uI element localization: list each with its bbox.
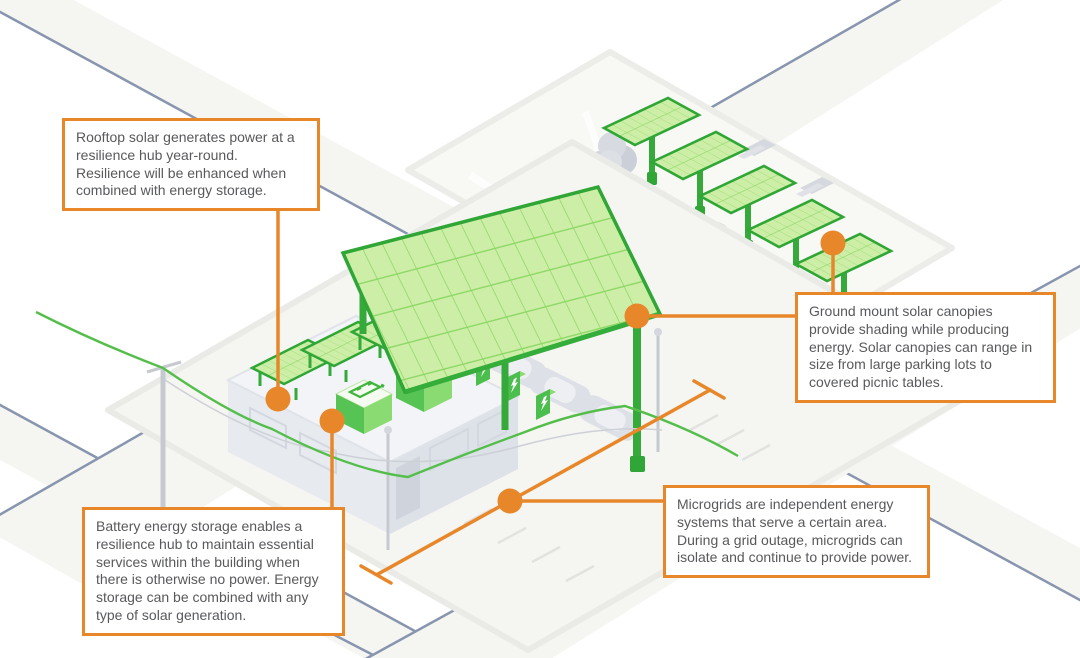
callout-microgrid: Microgrids are independent energy system… [663,485,930,579]
callout-microgrid-text: Microgrids are independent energy system… [677,496,913,566]
building-left-wall [228,380,390,534]
callout-rooftop-solar: Rooftop solar generates power at a resil… [62,118,320,212]
power-line [35,310,739,479]
callout-ground-mount-solar: Ground mount solar canopies provide shad… [795,292,1056,403]
microgrid-boundary-line [359,379,726,585]
callout-ground-mount-solar-text: Ground mount solar canopies provide shad… [809,303,1033,391]
building-door [396,456,420,520]
callout-rooftop-solar-text: Rooftop solar generates power at a resil… [76,129,295,199]
dot-carport-canopy [624,303,650,329]
dot-microgrid [497,488,523,514]
utility-pole [146,360,182,512]
building-right-wall [390,397,518,534]
streetlight [384,426,392,550]
callout-battery-storage-text: Battery energy storage enables a resilie… [96,518,319,623]
dot-ground-canopy [820,230,846,256]
building-windows [249,406,507,475]
callout-dots [265,230,846,514]
secondary-wire [164,379,663,463]
dot-rooftop-solar [265,386,291,412]
solar-carport [340,184,663,472]
callout-battery-storage: Battery energy storage enables a resilie… [82,507,345,636]
callout-leaders [276,206,835,509]
streetlight [654,328,662,452]
dot-battery-storage [319,408,345,434]
